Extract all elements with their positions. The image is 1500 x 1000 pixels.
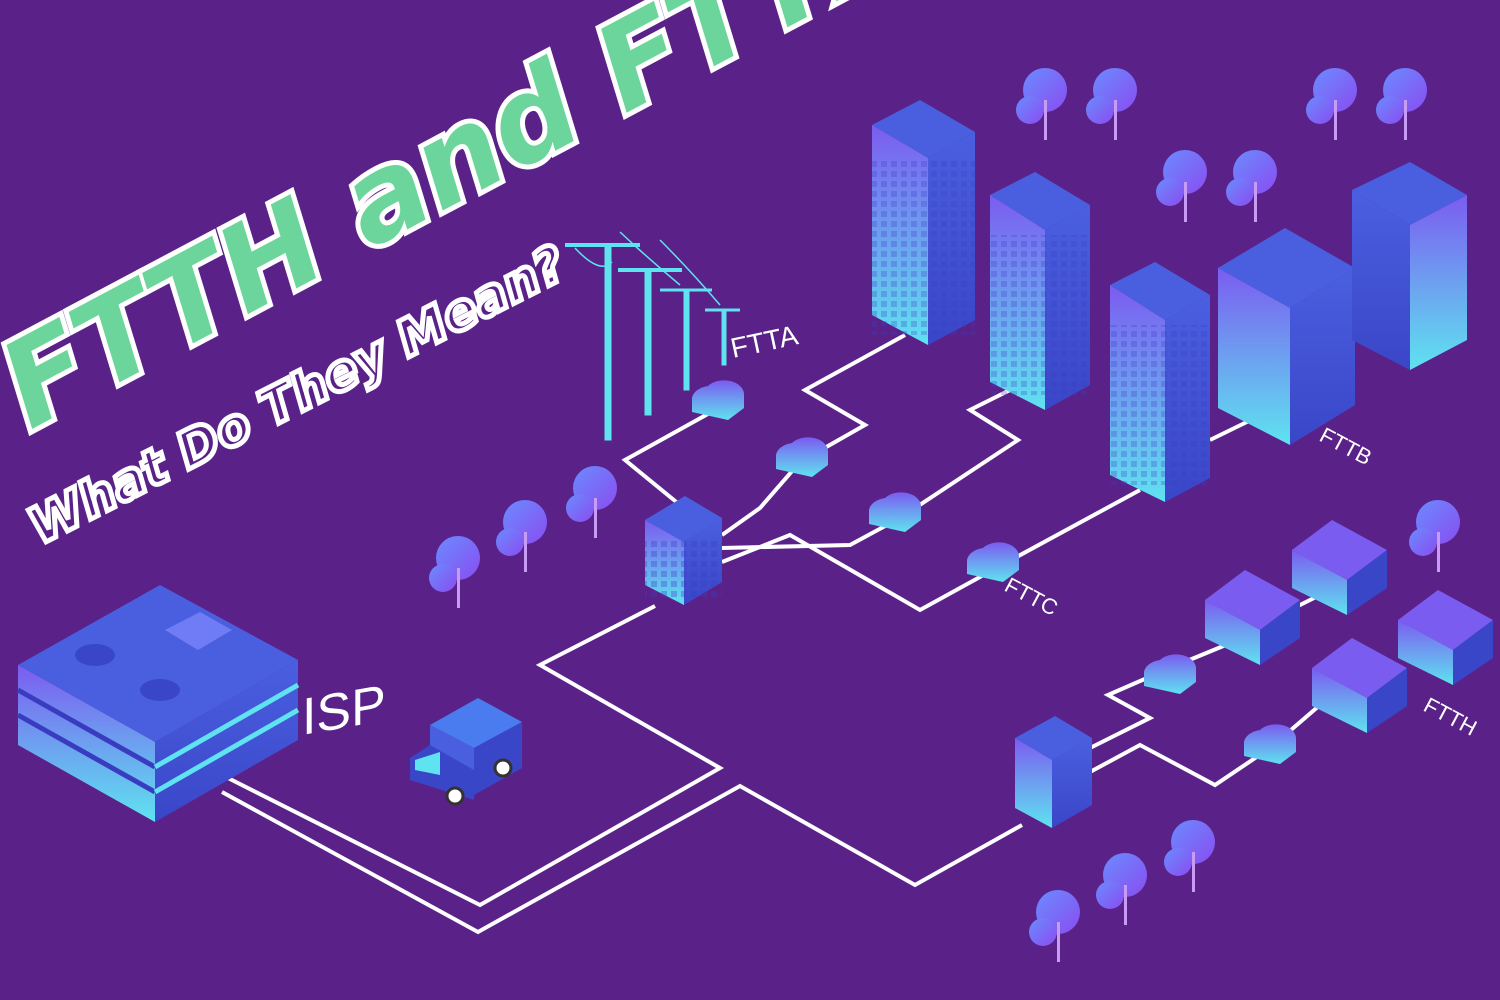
tower-5 [1352, 162, 1467, 370]
utility-poles [565, 231, 740, 441]
distribution-hub-1 [645, 496, 722, 605]
tree-icon [566, 466, 617, 538]
houses [1205, 520, 1493, 733]
tree-icon [496, 500, 547, 572]
fiber-cables [221, 333, 1322, 935]
tree-icon [1029, 890, 1080, 962]
tree-icon [1096, 853, 1147, 925]
distribution-hub-2 [1015, 716, 1092, 828]
fttb-label: FTTB [1316, 422, 1376, 470]
tower-1 [872, 100, 975, 345]
splice-closures [692, 380, 1296, 764]
tower-2 [990, 172, 1090, 410]
fttc-label: FTTC [1001, 572, 1062, 621]
ftth-label: FTTH [1420, 692, 1481, 740]
tree-icon [1409, 500, 1460, 572]
tower-fttb [1218, 228, 1355, 445]
main-title: FTTH and FTTx [0, 0, 924, 455]
isp-building [16, 585, 300, 822]
tree-icon [1376, 68, 1427, 140]
office-towers [872, 100, 1467, 502]
tree-icon [1226, 150, 1277, 222]
ftta-label: FTTA [728, 319, 801, 364]
isp-label: ISP [302, 675, 386, 747]
tree-icon [1156, 150, 1207, 222]
tree-icon [1164, 820, 1215, 892]
tree-icon [429, 536, 480, 608]
tree-icon [1016, 68, 1067, 140]
trees [429, 68, 1460, 962]
tower-3 [1110, 262, 1210, 502]
truck [410, 698, 522, 806]
tree-icon [1306, 68, 1357, 140]
tree-icon [1086, 68, 1137, 140]
